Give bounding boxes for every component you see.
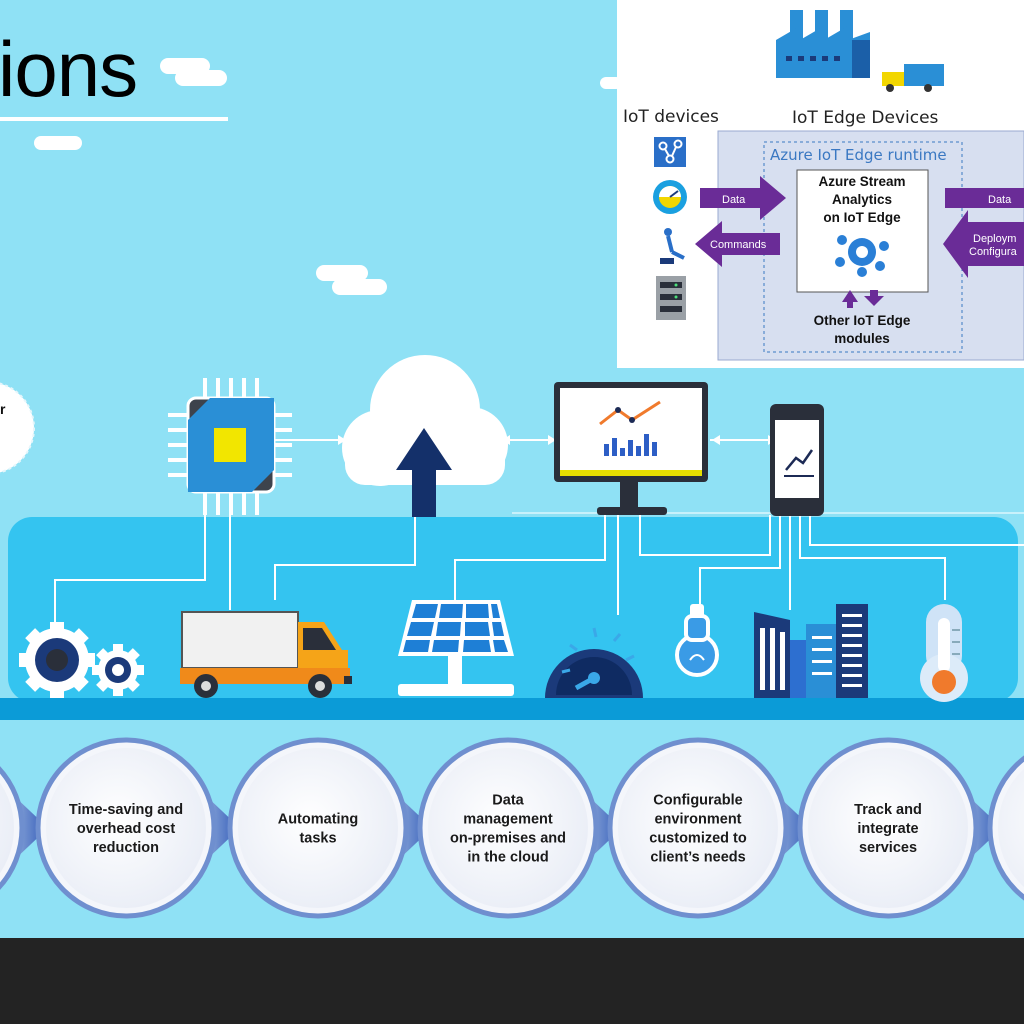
benefit-label-line: client’s needs [650, 850, 745, 866]
benefit-label-line: integrate [857, 821, 918, 837]
page-title: ions [0, 25, 138, 113]
buildings-icon [754, 604, 868, 698]
benefit-label-line: in the cloud [467, 850, 548, 866]
factory-icon [776, 10, 944, 92]
solar-panel-icon [398, 600, 514, 696]
monitor-chart-icon [554, 382, 708, 515]
smartphone-chart-icon [770, 404, 824, 516]
benefit-disc [808, 748, 968, 908]
truck-icon [180, 611, 352, 698]
benefit-label-line: management [463, 812, 553, 828]
benefit-disc [238, 748, 398, 908]
chip-icon [168, 378, 292, 515]
benefit-label-line: Data [492, 793, 524, 809]
left-circle-fragment [0, 382, 35, 474]
benefit-item: Time-saving and overhead cost reduction [35, 737, 240, 919]
benefit-disc [0, 782, 14, 874]
benefit-item [0, 766, 48, 890]
benefit-item: Data management on-premises and in the clou… [417, 737, 622, 919]
lightbulb-icon [675, 604, 719, 677]
title-underline [0, 117, 228, 121]
data-in-label: Data [722, 194, 746, 206]
server-icon [656, 276, 686, 320]
benefit-label-line: Automating [278, 812, 359, 828]
benefit-label-line: customized to [649, 831, 747, 847]
benefit-label-line: reduction [93, 840, 159, 856]
benefit-label-line: Time-saving and [69, 802, 183, 818]
data-in-arrow: Data [700, 176, 786, 220]
asa-line-2: Analytics [832, 192, 892, 207]
footer-band [0, 938, 1024, 1024]
gauge-icon [653, 180, 687, 214]
benefit-circles: Time-saving and overhead cost reduction Aut… [0, 737, 1024, 919]
deploy-label-2: Configura [969, 246, 1018, 258]
robot-arm-icon [660, 228, 685, 264]
asa-line-1: Azure Stream [818, 174, 905, 189]
platform-base [0, 698, 1024, 720]
iot-devices-label: IoT devices [623, 107, 719, 127]
left-fragment-text: r [0, 401, 6, 417]
deployment-arrow: Deploym Configura [943, 210, 1024, 278]
benefit-label-line: services [859, 840, 917, 856]
device-icon [654, 137, 686, 167]
benefit-label-line: Track and [854, 802, 922, 818]
cloud-upload-icon [342, 355, 508, 517]
commands-arrow: Commands [695, 221, 780, 267]
benefit-disc [998, 769, 1024, 887]
benefit-item: Automating tasks [227, 737, 432, 919]
deploy-label-1: Deploym [973, 233, 1016, 245]
connector-lines [54, 439, 1024, 625]
benefit-label-line: on-premises and [450, 831, 566, 847]
thermometer-icon [920, 604, 968, 702]
commands-label: Commands [710, 239, 767, 251]
benefit-item: Track and integrate services [797, 737, 1002, 919]
gears-icon [19, 622, 144, 698]
benefit-label-line: Configurable [653, 793, 742, 809]
data-out-arrow: Data [945, 188, 1024, 208]
runtime-label: Azure IoT Edge runtime [770, 146, 947, 164]
benefit-label-line: environment [654, 812, 741, 828]
other-modules-line-2: modules [834, 331, 890, 346]
edge-panel: IoT devices IoT Edge Devices [617, 0, 1024, 368]
data-out-label: Data [988, 194, 1012, 206]
benefit-disc [618, 748, 778, 908]
benefit-disc [46, 748, 206, 908]
benefit-label-line: overhead cost [77, 821, 175, 837]
asa-line-3: on IoT Edge [823, 210, 901, 225]
other-modules-line-1: Other IoT Edge [814, 313, 911, 328]
iot-edge-devices-label: IoT Edge Devices [792, 108, 939, 128]
stream-analytics-icon [835, 235, 889, 277]
benefit-item [987, 755, 1024, 901]
benefit-disc [428, 748, 588, 908]
benefit-item: Configurable environment customized to clie… [607, 737, 812, 919]
benefit-label-line: tasks [299, 831, 336, 847]
speedometer-icon [545, 627, 643, 698]
module-arrows [842, 290, 884, 308]
